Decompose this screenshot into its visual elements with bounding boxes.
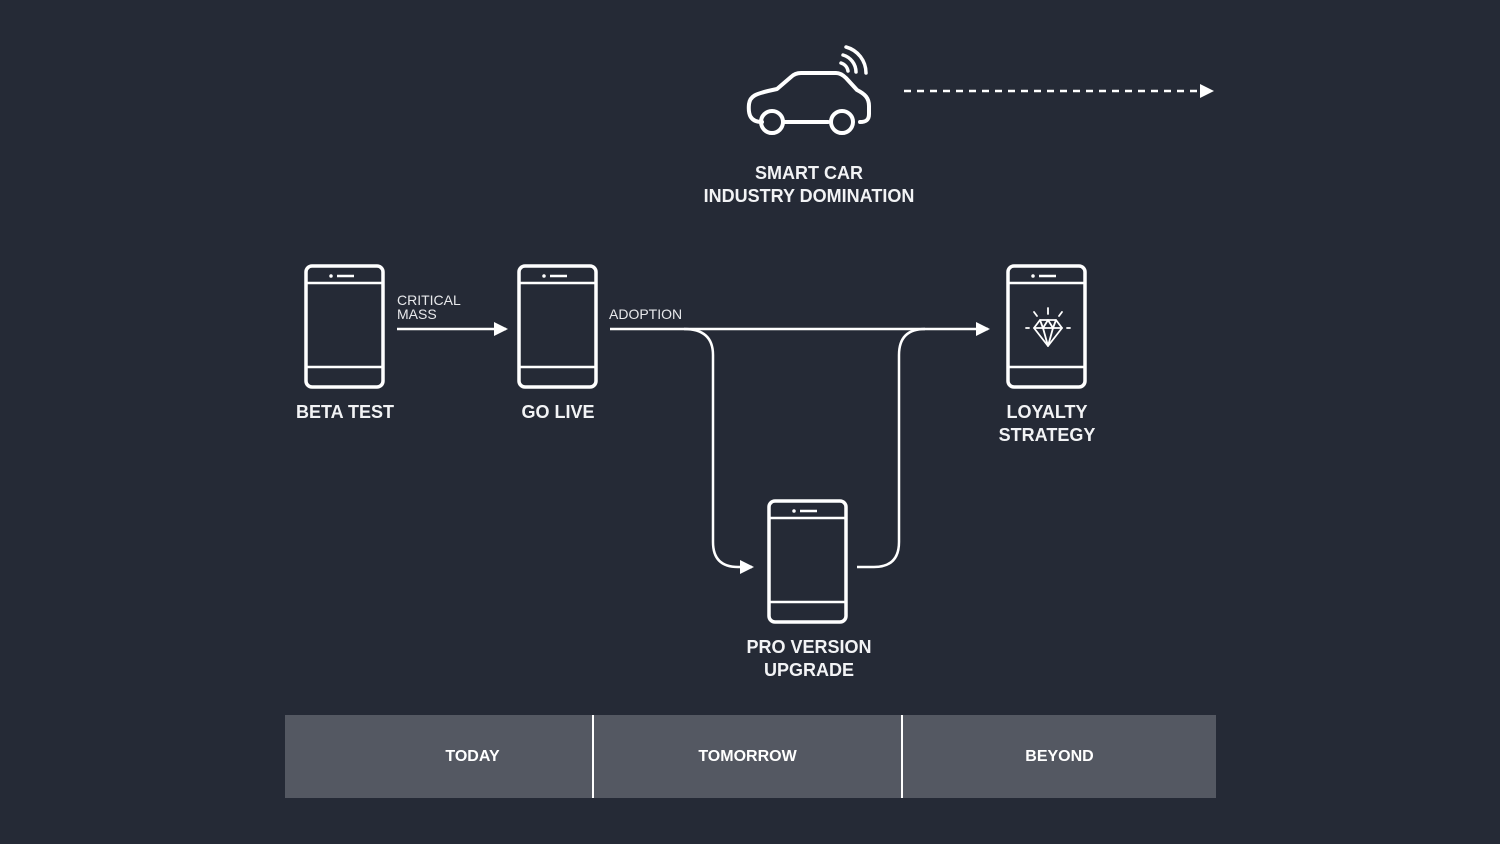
- go-live-phone-icon: [517, 264, 598, 389]
- timeline-beyond: BEYOND: [1025, 747, 1094, 765]
- adoption-label: ADOPTION: [609, 306, 683, 322]
- branch-from-pro-line: [857, 327, 926, 569]
- timeline-bar: TODAY TOMORROW BEYOND: [285, 715, 1216, 798]
- critical-mass-label-line2: MASS: [397, 306, 437, 322]
- critical-mass-label: CRITICAL MASS: [397, 293, 461, 321]
- diamond-icon: [1025, 307, 1071, 347]
- smart-car-label: SMART CAR INDUSTRY DOMINATION: [704, 162, 915, 208]
- critical-mass-label-line1: CRITICAL: [397, 292, 461, 308]
- beta-test-label: BETA TEST: [296, 402, 394, 422]
- loyalty-label-line2: STRATEGY: [998, 425, 1096, 445]
- go-live-label: GO LIVE: [521, 402, 595, 422]
- pro-version-phone-icon: [767, 499, 848, 624]
- smart-car-label-line1: SMART CAR: [754, 163, 863, 183]
- timeline-today: TODAY: [285, 715, 594, 798]
- branch-to-pro-arrow: [683, 327, 754, 574]
- loyalty-label: LOYALTY STRATEGY: [999, 401, 1096, 447]
- pro-version-label-line2: UPGRADE: [763, 660, 854, 680]
- timeline-tomorrow: TOMORROW: [594, 715, 903, 798]
- loyalty-phone-icon: [1006, 264, 1087, 389]
- smart-car-label-line2: INDUSTRY DOMINATION: [703, 186, 915, 206]
- connected-car-icon: [746, 45, 871, 135]
- loyalty-label-line1: LOYALTY: [1006, 402, 1088, 422]
- beta-test-phone-icon: [304, 264, 385, 389]
- pro-version-label-line1: PRO VERSION: [746, 637, 872, 657]
- pro-version-label: PRO VERSION UPGRADE: [746, 636, 871, 682]
